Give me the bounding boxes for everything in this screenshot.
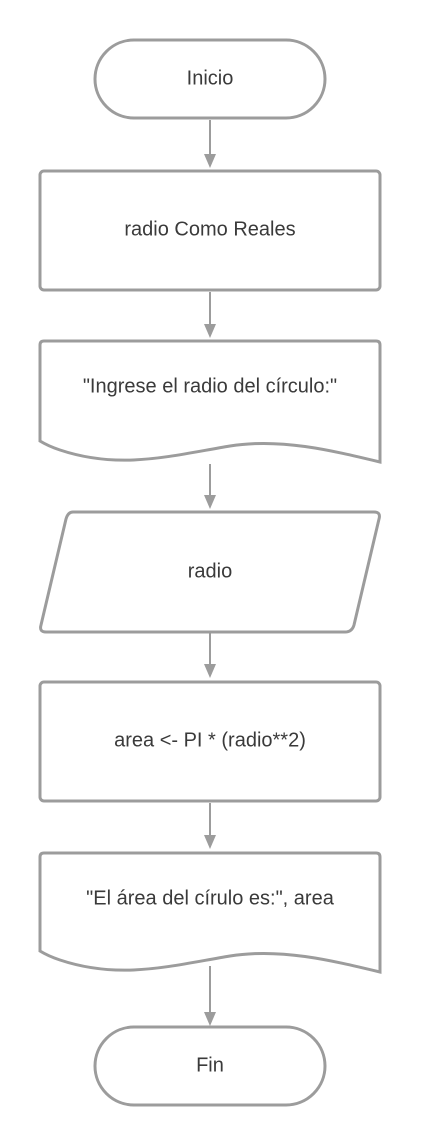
input-shape <box>39 510 381 634</box>
node-declare: radio Como Reales <box>38 169 382 292</box>
node-declare-label: radio Como Reales <box>124 218 295 240</box>
process-shape <box>38 169 382 292</box>
connector-prompt-read <box>204 464 216 509</box>
node-start-label: Inicio <box>187 67 234 89</box>
process-shape <box>38 680 382 803</box>
connector-read-compute <box>204 633 216 678</box>
arrowhead-icon <box>204 1012 216 1026</box>
node-compute-label: area <- PI * (radio**2) <box>114 729 306 751</box>
terminal-shape <box>93 1025 327 1107</box>
connector-declare-prompt <box>204 292 216 338</box>
node-end: Fin <box>93 1025 327 1107</box>
node-end-label: Fin <box>196 1054 224 1076</box>
connector-compute-result <box>204 803 216 849</box>
connector-result-end <box>204 966 216 1026</box>
node-start: Inicio <box>93 38 327 120</box>
node-read: radio <box>39 510 381 634</box>
terminal-shape <box>93 38 327 120</box>
arrowhead-icon <box>204 154 216 168</box>
node-result-label: "El área del círulo es:", area <box>86 887 335 909</box>
document-shape <box>38 339 382 464</box>
node-read-label: radio <box>188 560 232 582</box>
node-prompt: "Ingrese el radio del círculo:" <box>38 339 382 464</box>
node-compute: area <- PI * (radio**2) <box>38 680 382 803</box>
document-shape <box>38 851 382 974</box>
node-prompt-label: "Ingrese el radio del círculo:" <box>83 375 337 397</box>
node-result: "El área del círulo es:", area <box>38 851 382 974</box>
connector-start-declare <box>204 120 216 168</box>
arrowhead-icon <box>204 664 216 678</box>
arrowhead-icon <box>204 495 216 509</box>
arrowhead-icon <box>204 835 216 849</box>
arrowhead-icon <box>204 324 216 338</box>
